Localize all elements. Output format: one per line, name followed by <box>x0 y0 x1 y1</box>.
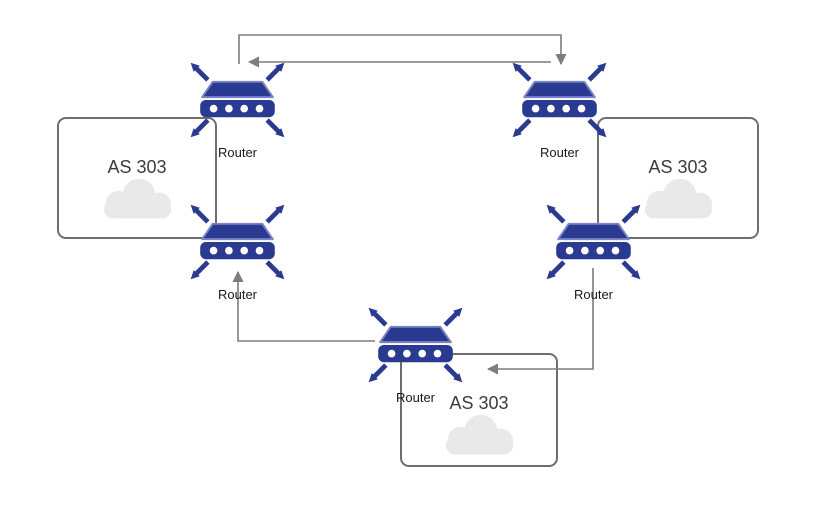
router-node-middle-right: Router <box>536 198 651 302</box>
router-icon <box>536 198 651 286</box>
router-icon <box>502 56 617 144</box>
router-label: Router <box>217 145 258 160</box>
as-cloud-box-bottom: AS 303 <box>400 353 558 467</box>
router-node-top-right: Router <box>502 56 617 160</box>
router-icon <box>180 56 295 144</box>
router-label: Router <box>573 287 614 302</box>
cloud-icon <box>433 411 525 459</box>
cloud-icon <box>91 175 183 223</box>
router-label: Router <box>539 145 580 160</box>
as-cloud-box-right: AS 303 <box>597 117 759 239</box>
as-cloud-box-left: AS 303 <box>57 117 217 239</box>
as-label-bottom: AS 303 <box>449 393 509 413</box>
router-node-top-left: Router <box>180 56 295 160</box>
router-node-bottom-center: Router <box>358 301 473 405</box>
router-icon <box>180 198 295 286</box>
router-node-middle-left: Router <box>180 198 295 302</box>
router-label: Router <box>217 287 258 302</box>
router-label: Router <box>395 390 436 405</box>
router-icon <box>358 301 473 389</box>
as-label-left: AS 303 <box>107 157 167 177</box>
as-label-right: AS 303 <box>648 157 708 177</box>
